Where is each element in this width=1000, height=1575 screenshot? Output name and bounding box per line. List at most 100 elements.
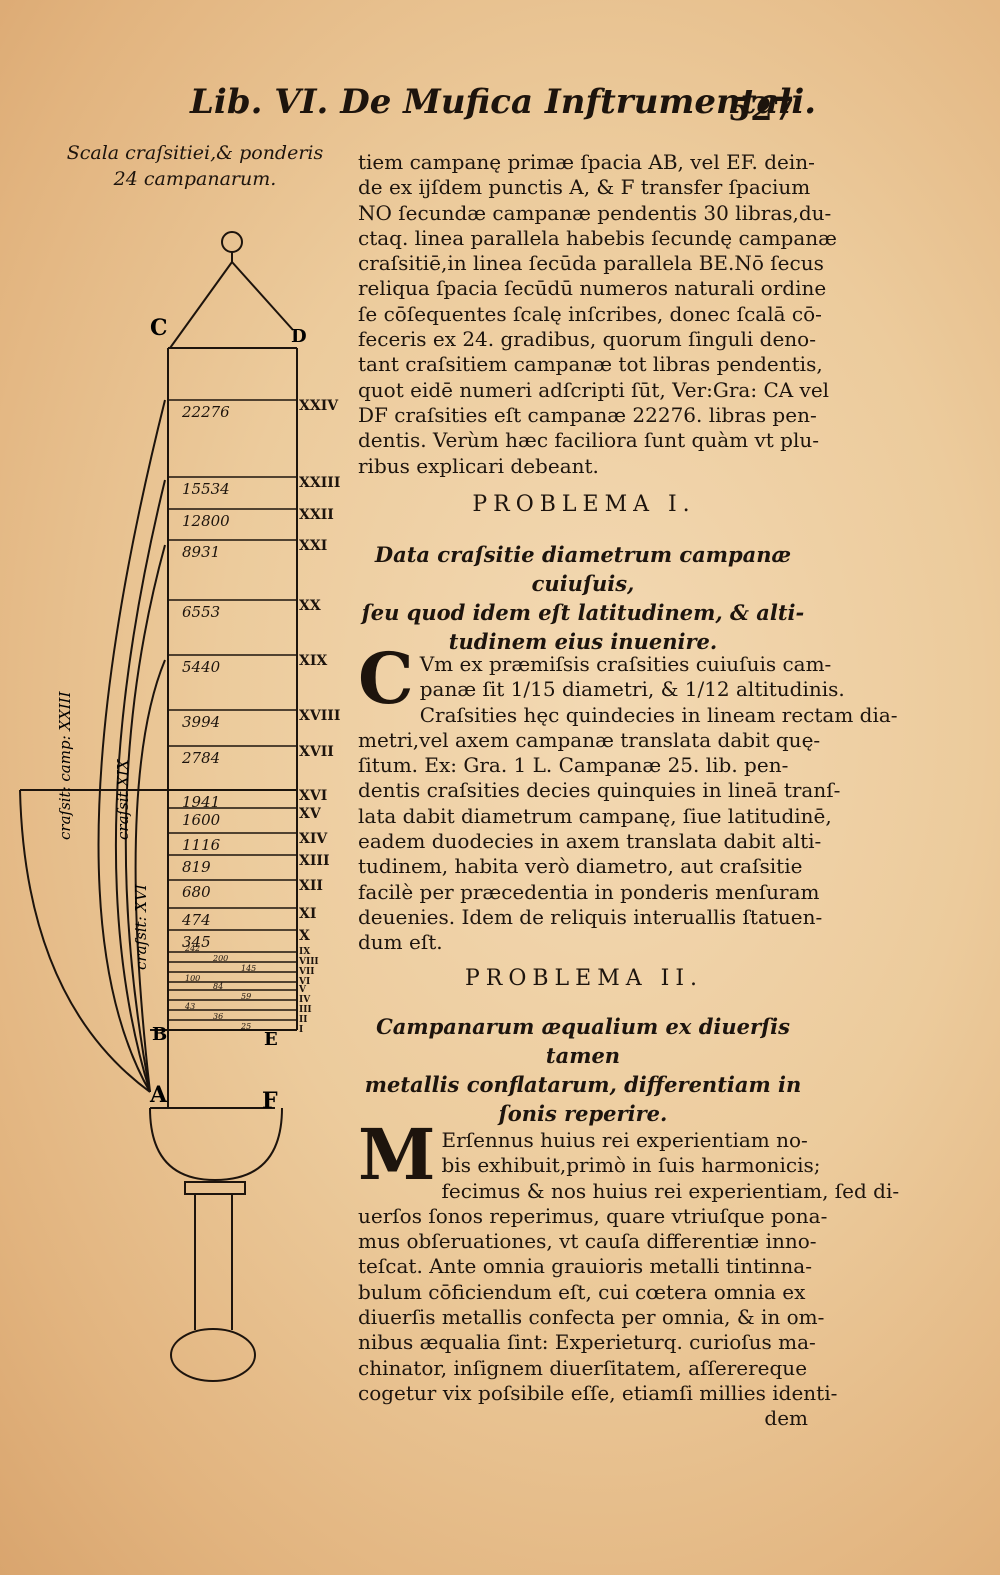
weight-label: 242 xyxy=(184,944,200,953)
dropcap-M: M xyxy=(358,1113,436,1196)
weight-label: 474 xyxy=(181,911,211,929)
numeral-label: XXII xyxy=(299,507,334,523)
text-line: tudinem, habita verò diametro, aut craſs… xyxy=(358,854,803,879)
title-line: Campanarum æqualium ex diuerſis tamen xyxy=(376,1014,790,1068)
weight-label: 1941 xyxy=(182,793,220,811)
weight-label: 5440 xyxy=(182,658,221,676)
text-line: craſsitiē,in linea ſecūda parallela BE.N… xyxy=(358,251,824,276)
numeral-label: I xyxy=(299,1025,303,1035)
numeral-label: V xyxy=(298,985,307,995)
text-line: deuenies. Idem de reliquis interuallis ſ… xyxy=(358,904,823,929)
dropcap-C: C xyxy=(358,637,414,720)
text-top: tiem campanę primæ ſpacia AB, vel EF. de… xyxy=(358,150,837,479)
weight-label: 1600 xyxy=(182,811,221,829)
weight-label: 819 xyxy=(182,858,211,876)
numeral-label: XIX xyxy=(299,653,327,669)
text-line: facilè per præcedentia in ponderis menſu… xyxy=(358,879,820,904)
weight-label: 84 xyxy=(213,982,223,991)
weight-label: 2784 xyxy=(181,749,220,767)
text-line: chinator, inſignem diuerſitatem, aſſerer… xyxy=(358,1355,808,1380)
weight-label: 100 xyxy=(185,974,200,983)
weight-label: 680 xyxy=(182,883,211,901)
numeral-label: XVI xyxy=(299,788,327,804)
numeral-label: XVIII xyxy=(299,708,340,724)
text-line: bis exhibuit,primò in ſuis harmonicis; xyxy=(441,1153,821,1178)
numeral-label: III xyxy=(299,1005,312,1015)
numeral-label: VIII xyxy=(298,957,319,967)
text-line: Craſsities hęc quindecies in lineam rect… xyxy=(419,702,898,727)
numeral-label: IV xyxy=(299,995,311,1005)
page-number: 527 xyxy=(728,90,795,128)
title-line: ſeu quod idem eſt latitudinem, & alti- xyxy=(361,600,805,625)
numeral-label: XXIII xyxy=(299,475,340,491)
numeral-label: XX xyxy=(299,598,321,614)
text-line: tiem campanę primæ ſpacia AB, vel EF. de… xyxy=(358,150,815,174)
weight-label: 12800 xyxy=(182,512,230,530)
hanging-ring xyxy=(221,231,243,253)
text-line: Vm ex præmiſsis craſsities cuiuſuis cam- xyxy=(419,652,832,676)
text-line: dum eſt. xyxy=(358,930,443,955)
title-line: ſonis reperire. xyxy=(498,1101,668,1126)
text-line: de ex ijſdem punctis A, & F transfer ſpa… xyxy=(358,175,811,200)
text-line: reliqua ſpacia ſecūdū numeros naturali o… xyxy=(358,276,827,301)
numeral-label: XXIV xyxy=(299,398,339,414)
weight-label: 15534 xyxy=(182,480,230,498)
text-line: NO ſecundæ campanæ pendentis 30 libras,d… xyxy=(358,200,832,225)
label-E: E xyxy=(264,1029,278,1050)
text-line: feceris ex 24. gradibus, quorum ſinguli … xyxy=(358,327,816,352)
weight-label: 36 xyxy=(213,1012,223,1021)
text-line: lata dabit diametrum campanę, ſiue latit… xyxy=(358,803,832,828)
bell-scale-diagram: 2227615534128008931655354403994278419411… xyxy=(19,231,340,1382)
problem1-title: Data craſsitie diametrum campanæ cuiuſui… xyxy=(358,540,808,656)
numeral-label: II xyxy=(299,1015,307,1025)
figure-caption: Scala craſsitiei,& ponderis 24 campanaru… xyxy=(66,142,324,190)
curve-label-1: craſsit: camp: XXIII xyxy=(56,690,74,840)
text-line: fecimus & nos huius rei experientiam, ſe… xyxy=(441,1178,900,1203)
text-line: cogetur vix poſsibile eſſe, etiamſi mill… xyxy=(358,1380,838,1405)
text-line: ribus explicari debeant. xyxy=(358,453,599,478)
numeral-label: IX xyxy=(299,947,310,957)
weight-label: 145 xyxy=(241,964,256,973)
problem2-heading: PROBLEMA II. xyxy=(464,966,704,991)
label-C: C xyxy=(150,315,168,341)
text-line: nibus æqualia ſint: Experieturq. curioſu… xyxy=(358,1330,816,1355)
numeral-label: VI xyxy=(298,977,310,987)
text-line: dentis craſsities decies quinquies in li… xyxy=(358,778,841,803)
weight-label: 43 xyxy=(184,1002,195,1011)
weight-label: 22276 xyxy=(181,403,230,421)
numeral-label: XIV xyxy=(299,831,328,847)
text-line: teſcat. Ante omnia grauioris metalli tin… xyxy=(358,1254,812,1279)
problem1-text: C Vm ex præmiſsis craſsities cuiuſuis ca… xyxy=(358,637,898,956)
text-line: panæ ſit 1/15 diametri, & 1/12 altitudin… xyxy=(419,677,845,702)
numeral-label: XI xyxy=(299,906,316,922)
numeral-label: XV xyxy=(299,806,322,822)
text-line: ſe cōſequentes ſcalę inſcribes, donec ſc… xyxy=(358,301,822,326)
text-line: metri,vel axem campanæ translata dabit q… xyxy=(358,727,821,752)
text-line: DF craſsities eſt campanæ 22276. libras … xyxy=(358,402,817,427)
problem1-heading: PROBLEMA I. xyxy=(472,492,696,517)
text-line: uerſos ſonos reperimus, quare vtriuſque … xyxy=(358,1203,828,1228)
weight-label: 25 xyxy=(240,1022,251,1031)
numeral-label: XII xyxy=(299,878,323,894)
numeral-label: X xyxy=(299,928,310,944)
label-A: A xyxy=(149,1082,168,1108)
text-line: eadem duodecies in axem translata dabit … xyxy=(358,829,822,854)
numeral-label: XXI xyxy=(299,538,327,554)
text-line: Erſennus huius rei experientiam no- xyxy=(441,1128,808,1152)
title-line: Data craſsitie diametrum campanæ cuiuſui… xyxy=(374,542,792,596)
text-line: mus obſeruationes, vt cauſa differentiæ … xyxy=(358,1229,817,1254)
curve-label-3: craſsit: XVI xyxy=(132,883,150,970)
title-line: tudinem eius inuenire. xyxy=(448,629,718,654)
text-line: bulum cōficiendum eſt, cui cœtera omnia … xyxy=(358,1279,806,1304)
text-line: quot eidē numeri adſcripti ſūt, Ver:Gra:… xyxy=(358,377,830,402)
catchword: dem xyxy=(764,1406,808,1431)
text-line: dentis. Verùm hæc faciliora ſunt quàm vt… xyxy=(358,428,819,453)
problem2-text: M Erſennus huius rei experientiam no- bi… xyxy=(358,1113,900,1432)
text-line: ſitum. Ex: Gra. 1 L. Campanæ 25. lib. pe… xyxy=(358,753,789,778)
weight-label: 8931 xyxy=(182,543,220,561)
running-header: Lib. VI. De Mufica Inftrumentali. xyxy=(190,82,817,122)
label-F: F xyxy=(262,1088,278,1114)
curve-label-2: craſsit XIX xyxy=(114,758,132,840)
weight-label: 200 xyxy=(212,954,228,963)
weight-label: 3994 xyxy=(182,713,220,731)
